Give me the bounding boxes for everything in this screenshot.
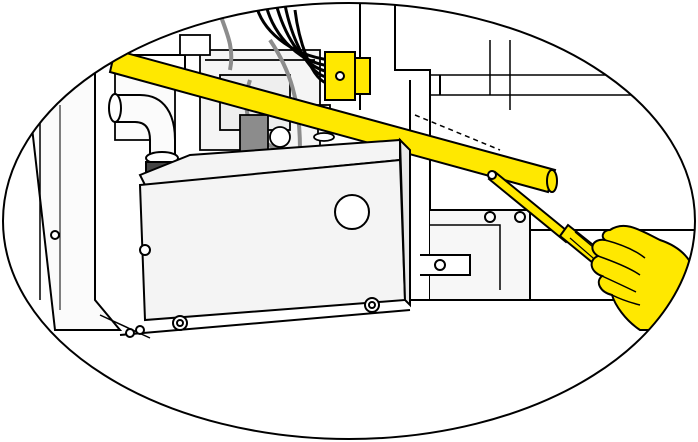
- background-frame: [28, 3, 695, 339]
- connector-block: [324, 51, 371, 101]
- clipped-scene: [28, 3, 695, 339]
- yellow-rod: [108, 48, 558, 194]
- main-housing: [125, 137, 411, 338]
